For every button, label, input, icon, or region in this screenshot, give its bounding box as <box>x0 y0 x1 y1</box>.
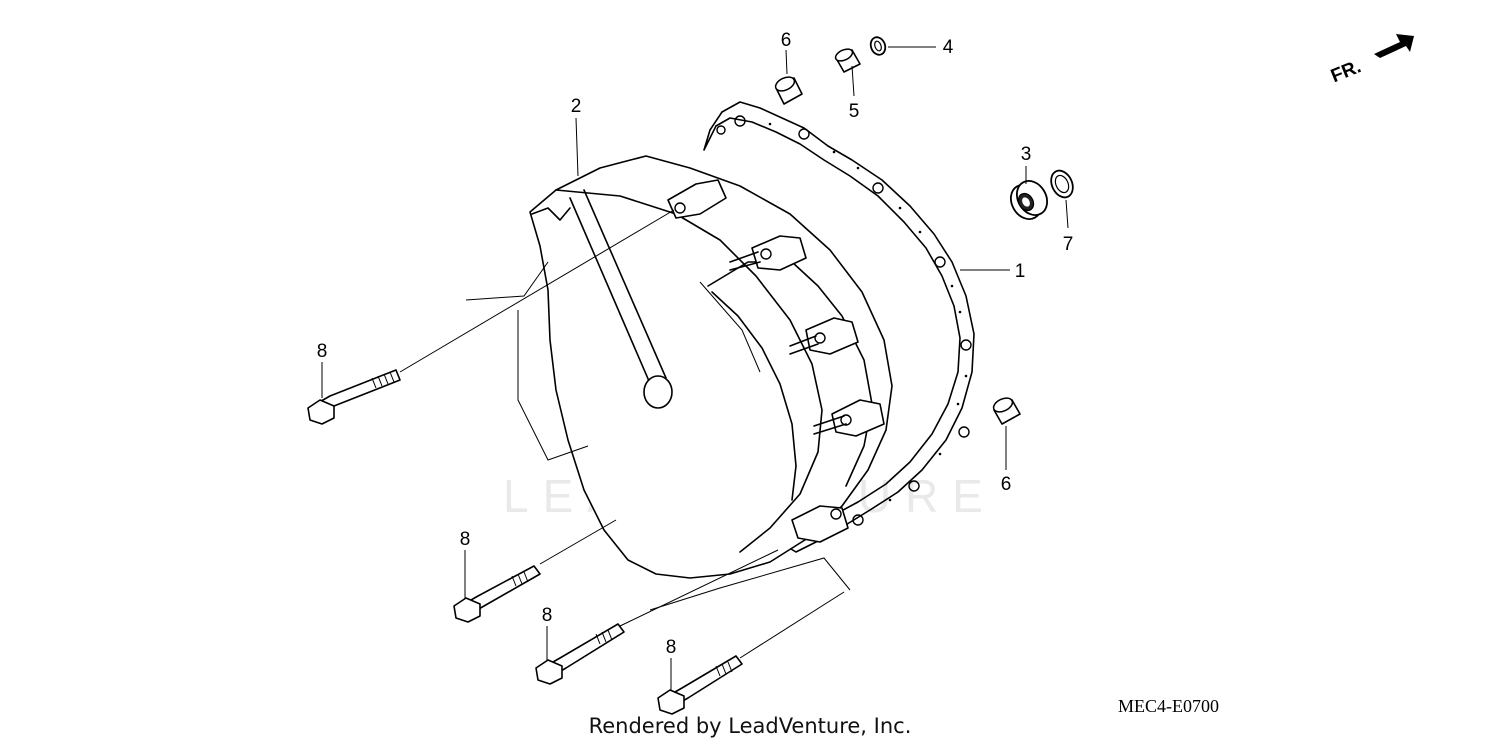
gasket[interactable] <box>703 101 975 553</box>
callout-7: 7 <box>1063 234 1074 255</box>
flange-bolt-b[interactable] <box>453 565 541 623</box>
flange-bolt-a[interactable] <box>307 369 401 425</box>
callout-8-c: 8 <box>542 605 553 626</box>
callout-3: 3 <box>1021 144 1032 165</box>
front-direction-indicator: FR. <box>1328 34 1414 87</box>
flange-bolt-c[interactable] <box>535 623 625 685</box>
bolt-leaders <box>399 209 851 659</box>
flange-bolt-d[interactable] <box>657 655 743 715</box>
callout-4: 4 <box>943 37 954 58</box>
bearing[interactable] <box>1005 175 1053 224</box>
callout-6-top: 6 <box>781 30 792 51</box>
callout-8-a: 8 <box>317 341 328 362</box>
dowel-pin-right[interactable] <box>991 395 1021 425</box>
callout-8-d: 8 <box>666 637 677 658</box>
callout-2: 2 <box>571 96 582 117</box>
callout-1: 1 <box>1015 261 1026 282</box>
callout-6-right: 6 <box>1001 474 1012 495</box>
snap-ring[interactable] <box>1047 167 1077 201</box>
front-arrow-icon <box>1374 34 1414 58</box>
footer-credit: Rendered by LeadVenture, Inc. <box>588 714 912 738</box>
front-label: FR. <box>1328 56 1364 87</box>
dowel-pin-top[interactable] <box>773 74 803 105</box>
callout-8-b: 8 <box>460 529 471 550</box>
o-ring[interactable] <box>868 35 887 57</box>
diagram-code: MEC4-E0700 <box>1118 696 1219 716</box>
collar[interactable] <box>834 47 861 73</box>
crankcase-cover[interactable] <box>529 155 893 579</box>
callout-leaders <box>321 46 1069 690</box>
callout-5: 5 <box>849 101 860 122</box>
